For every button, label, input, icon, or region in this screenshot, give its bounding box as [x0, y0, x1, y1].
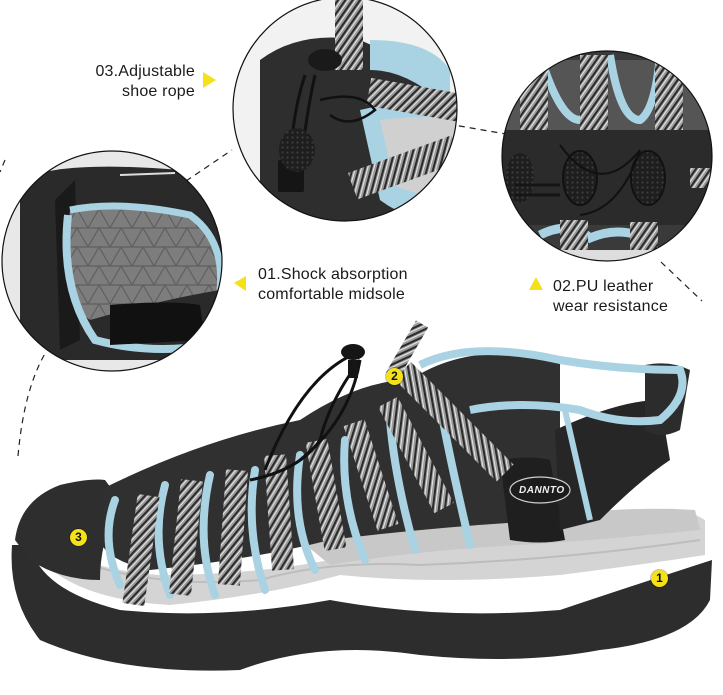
feature-02-subtitle: wear resistance: [553, 298, 669, 315]
dashed-connectors: [0, 123, 703, 457]
feature-label-02: 02.PU leather wear resistance: [553, 277, 668, 317]
badge-3: 3: [70, 529, 87, 546]
feature-03-subtitle: shoe rope: [122, 83, 195, 100]
feature-01-subtitle: comfortable midsole: [258, 286, 405, 303]
feature-label-03: 03.Adjustable shoe rope: [62, 62, 195, 102]
lace-closeup-circle: [233, 0, 457, 221]
triangle-up-icon: [529, 277, 543, 290]
brand-logo: DANNTO: [519, 485, 565, 496]
badge-2: 2: [386, 368, 403, 385]
feature-label-01: 01.Shock absorption comfortable midsole: [258, 265, 408, 305]
leather-closeup-circle: [502, 51, 712, 261]
feature-02-title: 02.PU leather: [553, 278, 654, 295]
feature-03-title: 03.Adjustable: [95, 63, 195, 80]
triangle-left-icon: [234, 276, 246, 291]
triangle-right-icon: [203, 72, 216, 88]
badge-1: 1: [651, 570, 668, 587]
midsole-closeup-circle: [2, 151, 222, 371]
feature-01-title: 01.Shock absorption: [258, 266, 408, 283]
sandal-illustration: [11, 320, 713, 671]
